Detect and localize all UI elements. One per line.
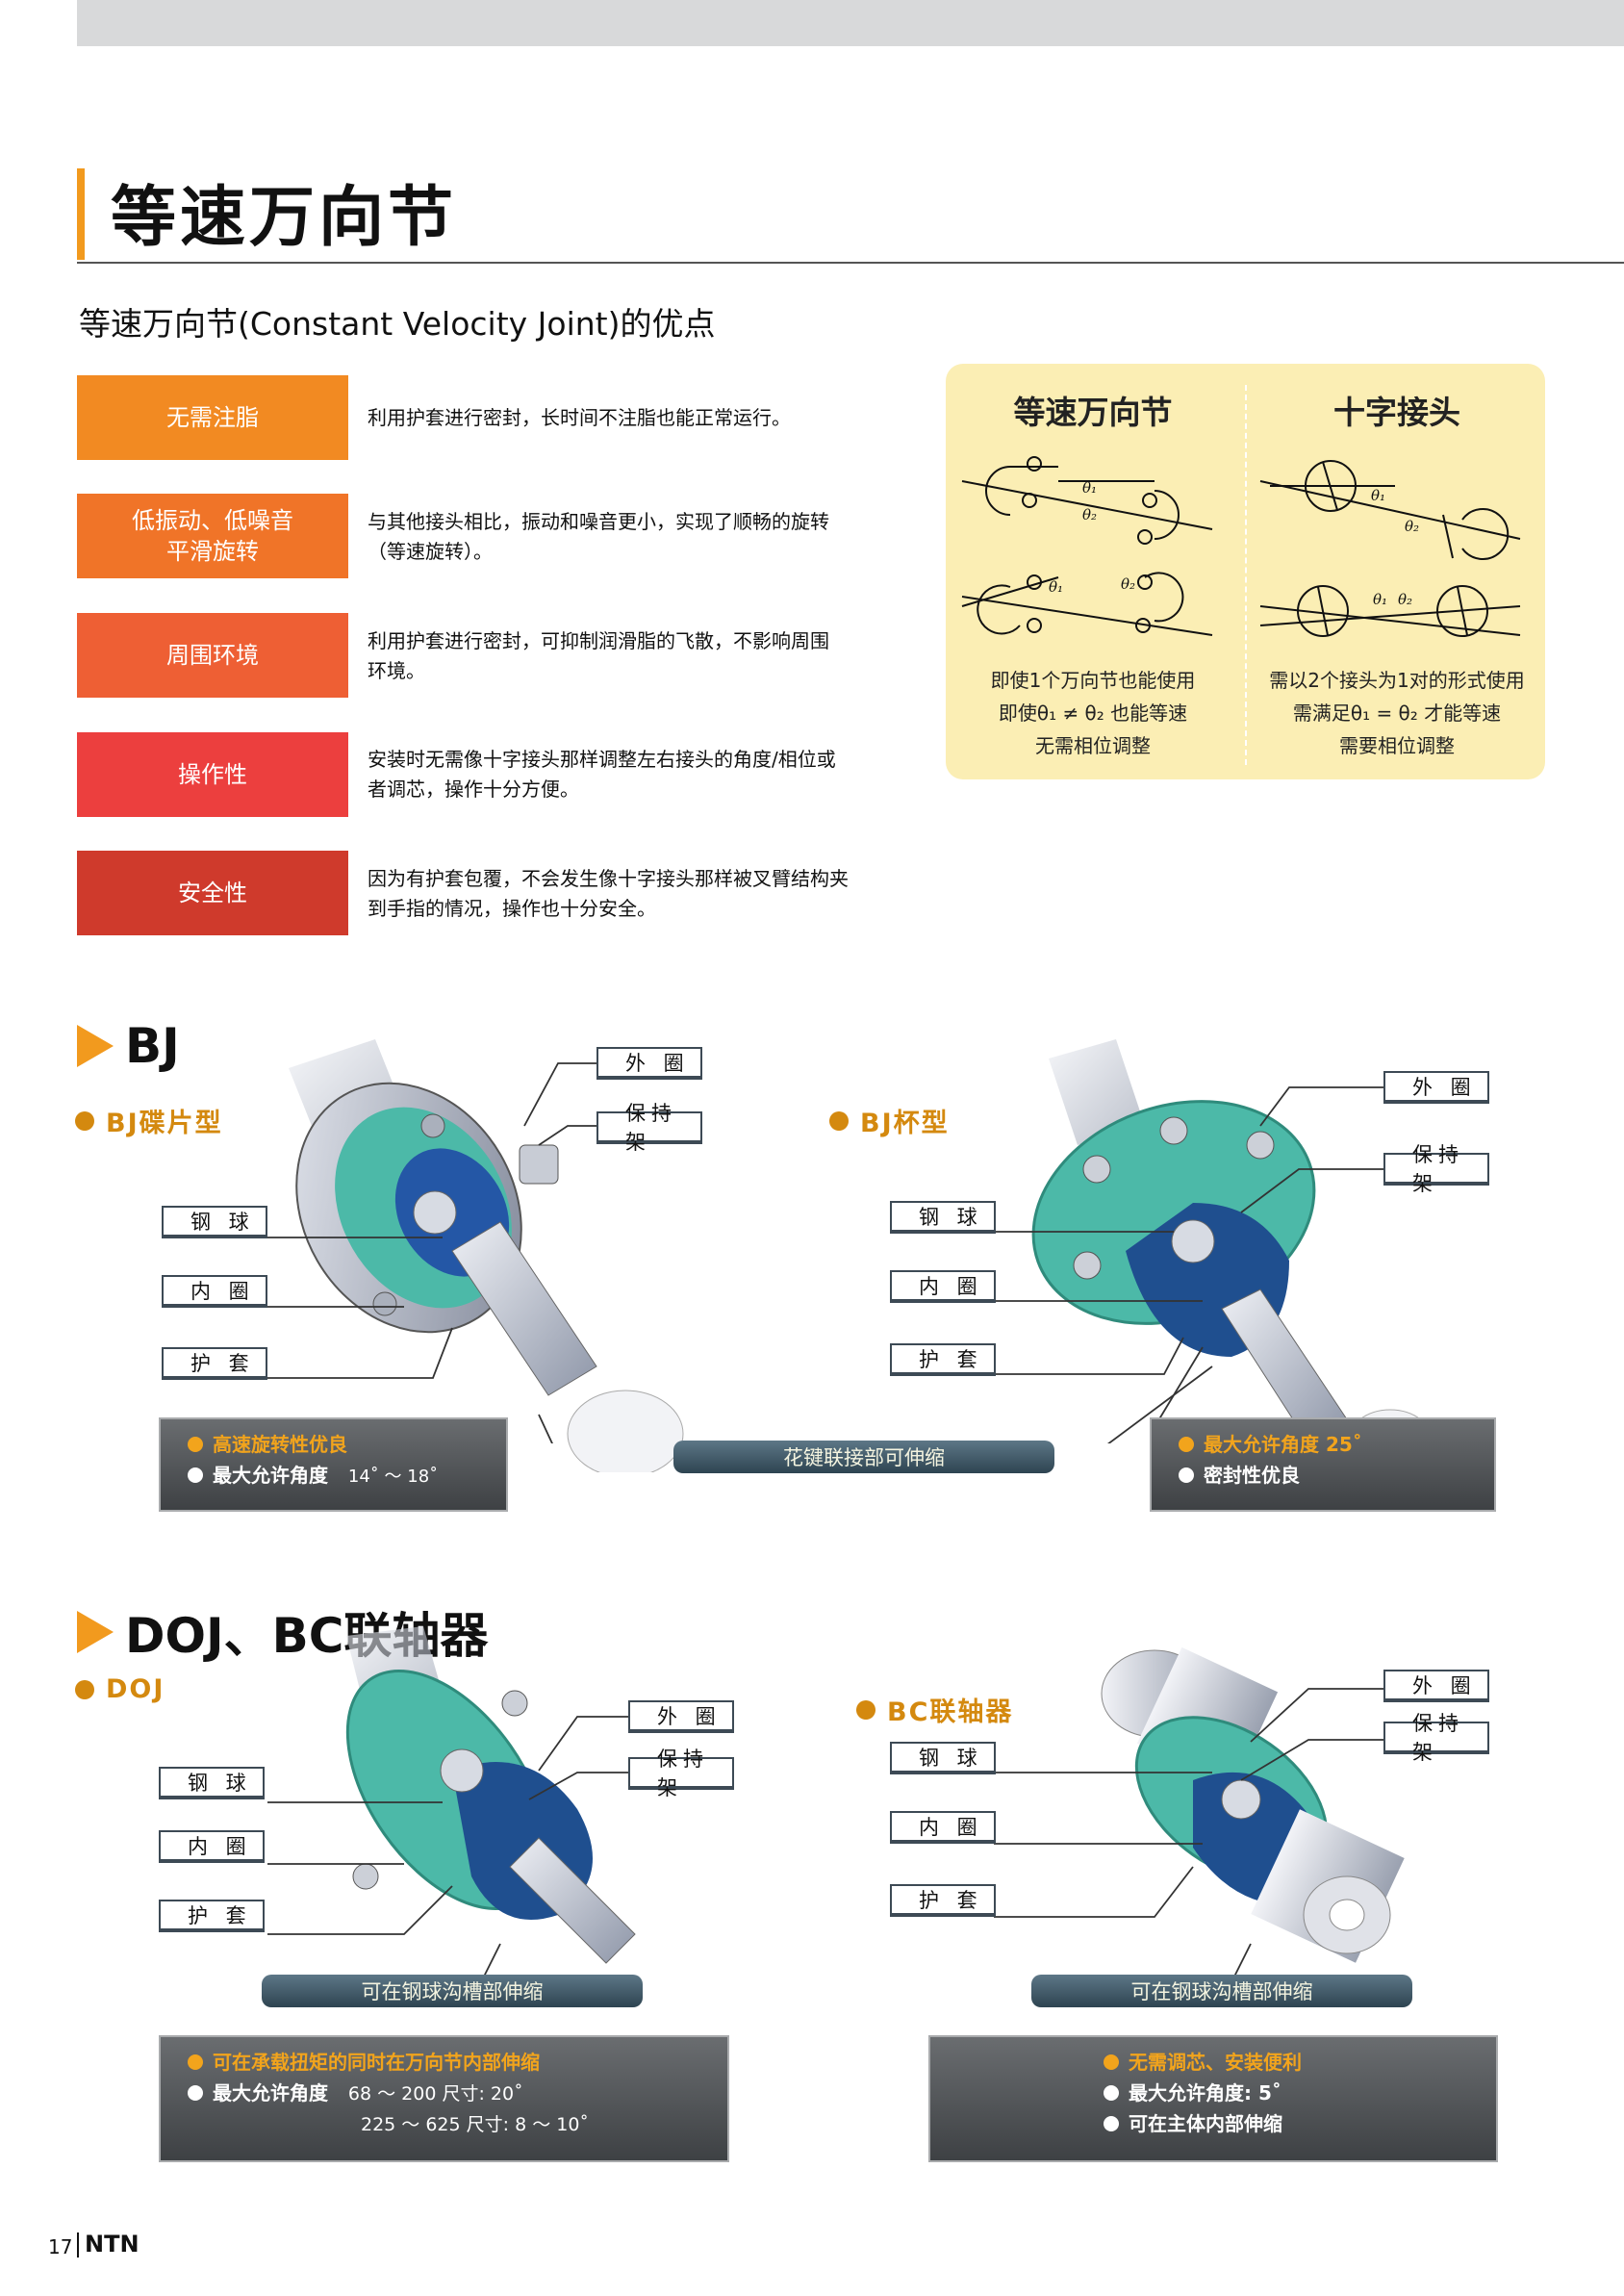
bj-leader-lines [267,1062,1383,1443]
bj-cup-outer-ring-label: 外 圈 [1383,1071,1489,1104]
orange-bullet-icon [1104,2054,1119,2070]
orange-bullet-icon [188,1437,203,1452]
doj-bc-leader-lines [267,1688,1383,1983]
bj-disc-cage-label: 保持架 [596,1102,702,1154]
bc-ball-label: 钢 球 [890,1742,996,1774]
bc-coupling-illustration [1101,1646,1405,1963]
bj-disc-features: 高速旋转性优良 最大允许角度 14˚ ～ 18˚ [159,1417,508,1512]
theta1-cv-bottom: θ₁ [1049,578,1063,596]
bc-type-heading: BC联轴器 [856,1691,1013,1728]
triangle-marker-icon [77,1025,114,1067]
advantage-label-operability: 操作性 [77,732,348,817]
doj-cage-label: 保持架 [628,1748,734,1799]
doj-features: 可在承载扭矩的同时在万向节内部伸缩 最大允许角度 68 ～ 200 尺寸: 20… [159,2035,729,2162]
white-bullet-icon [1104,2085,1119,2101]
bj-disc-type-heading: BJ碟片型 [75,1102,223,1139]
bj-disc-boot-label: 护 套 [162,1347,267,1380]
advantage-text-environment: 利用护套进行密封，可抑制润滑脂的飞散，不影响周围环境。 [368,629,829,682]
ntn-logo: NTN [85,2231,140,2258]
advantage-text-safety: 因为有护套包覆，不会发生像十字接头那样被叉臂结构夹到手指的情况，操作也十分安全。 [368,867,849,920]
advantage-label-safety: 安全性 [77,851,348,935]
theta2-cv-top: θ₂ [1082,506,1097,523]
section-subtitle: 等速万向节(Constant Velocity Joint)的优点 [79,305,716,343]
orange-bullet-icon [1179,1437,1194,1452]
doj-joint-illustration [345,1626,636,1964]
advantage-text-operability: 安装时无需像十字接头那样调整左右接头的角度/相位或者调芯，操作十分方便。 [368,748,836,801]
advantage-text-no-grease: 利用护套进行密封，长时间不注脂也能正常运行。 [368,406,791,429]
white-bullet-icon [1104,2116,1119,2131]
bc-groove-note: 可在钢球沟槽部伸缩 [1031,1975,1412,2007]
bj-cup-ball-label: 钢 球 [890,1201,996,1234]
bj-disc-outer-ring-label: 外 圈 [596,1047,702,1080]
bj-disc-joint-illustration [289,1039,684,1472]
page-title: 等速万向节 [111,180,458,256]
bj-cup-cage-label: 保持架 [1383,1143,1489,1195]
white-bullet-icon [188,2085,203,2101]
bj-cup-type-heading: BJ杯型 [829,1102,950,1139]
theta2-cross-top: θ₂ [1405,518,1419,535]
cross-joint-notes: 需以2个接头为1对的形式使用 需满足θ₁ = θ₂ 才能等速 需要相位调整 [1269,669,1525,757]
doj-inner-ring-label: 内 圈 [159,1830,265,1863]
dot-marker-icon [856,1699,875,1720]
top-gray-bar [77,0,1624,46]
title-accent-bar [77,168,85,260]
theta2-cross-bottom: θ₂ [1398,591,1412,608]
bc-boot-label: 护 套 [890,1884,996,1917]
doj-ball-label: 钢 球 [159,1767,265,1799]
doj-boot-label: 护 套 [159,1900,265,1932]
bj-cup-boot-label: 护 套 [890,1343,996,1376]
triangle-marker-icon [77,1611,114,1653]
bc-cage-label: 保持架 [1383,1712,1489,1764]
dot-marker-icon [829,1110,849,1131]
cross-joint-heading: 十字接头 [1333,394,1460,431]
bj-disc-inner-ring-label: 内 圈 [162,1275,267,1308]
doj-groove-note: 可在钢球沟槽部伸缩 [262,1975,643,2007]
bj-spline-note: 花键联接部可伸缩 [673,1441,1054,1473]
bc-outer-ring-label: 外 圈 [1383,1670,1489,1702]
cv-joint-notes: 即使1个万向节也能使用 即使θ₁ ≠ θ₂ 也能等速 无需相位调整 [990,669,1196,757]
comparison-divider [1245,385,1247,765]
advantage-label-environment: 周围环境 [77,613,348,698]
page-number: 17 [48,2235,73,2258]
title-divider [77,262,1624,264]
bj-disc-ball-label: 钢 球 [162,1206,267,1238]
doj-type-heading: DOJ [75,1674,165,1704]
bc-features: 无需调芯、安装便利 最大允许角度: 5˚ 可在主体内部伸缩 [928,2035,1498,2162]
theta1-cross-bottom: θ₁ [1373,591,1387,608]
theta1-cross-top: θ₁ [1371,487,1385,504]
dot-marker-icon [75,1679,94,1699]
joint-angle-diagrams: θ₁ θ₂ θ₁ θ₂ θ₁ θ₂ θ₁ θ₂ [961,456,1521,637]
bj-cup-inner-ring-label: 内 圈 [890,1270,996,1303]
bc-inner-ring-label: 内 圈 [890,1811,996,1844]
theta1-cv-top: θ₁ [1082,479,1097,497]
footer-divider [77,2232,79,2258]
theta2-cv-bottom: θ₂ [1121,575,1135,593]
white-bullet-icon [1179,1467,1194,1483]
dot-marker-icon [75,1110,94,1131]
orange-bullet-icon [188,2054,203,2070]
cv-joint-heading: 等速万向节 [1013,394,1173,431]
advantage-label-low-vibration: 低振动、低噪音平滑旋转 [77,494,348,578]
bj-section-heading: BJ [77,1018,180,1074]
bj-cup-features: 最大允许角度 25˚ 密封性优良 [1150,1417,1496,1512]
advantage-label-no-grease: 无需注脂 [77,375,348,460]
white-bullet-icon [188,1467,203,1483]
doj-outer-ring-label: 外 圈 [628,1700,734,1733]
advantage-text-low-vibration: 与其他接头相比，振动和噪音更小，实现了顺畅的旋转（等速旋转）。 [368,510,829,563]
